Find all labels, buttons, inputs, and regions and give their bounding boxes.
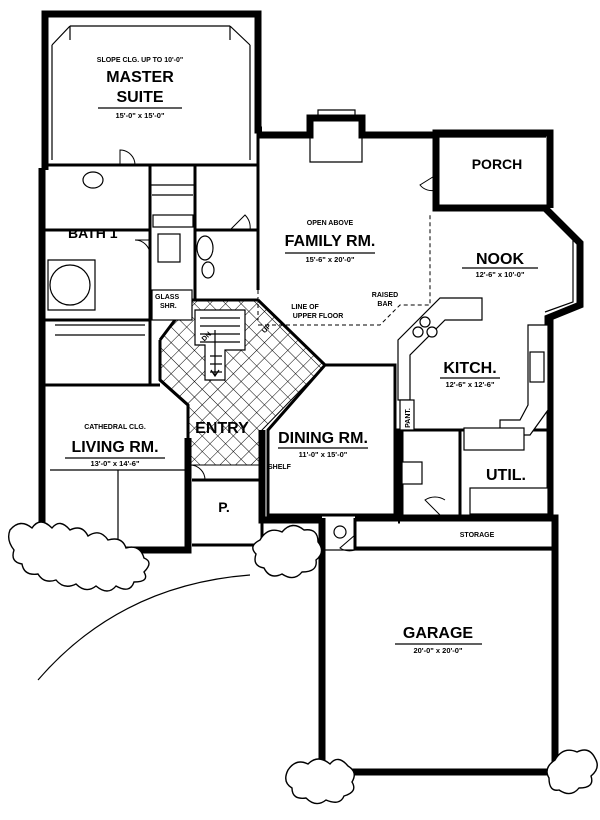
kitchen-title: KITCH. (443, 360, 496, 377)
door-bath (134, 239, 151, 256)
door-util (424, 496, 446, 516)
upper-floor-line2: UPPER FLOOR (293, 313, 344, 320)
toilet (157, 233, 181, 263)
shrubs-garage (285, 749, 598, 805)
stair-arrow (210, 330, 220, 378)
glass-shower-line1: GLASS (155, 294, 179, 301)
nook-title: NOOK (476, 251, 524, 268)
glass-shower-line2: SHR. (160, 303, 177, 310)
dining-dims: 11'-0" x 15'-0" (299, 450, 348, 459)
living-east-wall (159, 378, 190, 440)
family-dims: 15'-6" x 20'-0" (305, 255, 354, 264)
shelf-label: SHELF (268, 464, 292, 471)
util-counter (469, 487, 549, 515)
entry-label: ENTRY (195, 420, 249, 437)
master-slope-ceiling (51, 25, 251, 160)
cooktop-burner-1 (419, 316, 431, 328)
pantry-box (399, 399, 415, 431)
upper-floor-line (257, 215, 431, 326)
kitchen-counter-south (463, 427, 525, 451)
dining-title: DINING RM. (278, 430, 368, 447)
master-dims: 15'-0" x 15'-0" (115, 111, 164, 120)
shrubs-left (7, 521, 150, 592)
stair-treads (200, 317, 240, 373)
exterior-wall-garage (318, 514, 559, 776)
cooktop-burner-3 (412, 326, 424, 338)
family-ceiling-note: OPEN ABOVE (307, 220, 354, 227)
water-heater (401, 461, 423, 485)
walkway-curve (37, 574, 251, 681)
dining-walls (266, 363, 397, 517)
living-title: LIVING RM. (71, 439, 158, 456)
door-closet (229, 214, 251, 231)
glass-shower-stall (151, 289, 193, 321)
garage-water-heater (333, 525, 347, 539)
door-master (119, 149, 136, 166)
pantry-label: PANT. (405, 408, 412, 428)
door-garage (339, 534, 356, 552)
bath-label: BATH 1 (68, 225, 118, 241)
front-porch-walls (192, 478, 264, 547)
door-entry (189, 464, 206, 481)
kitchen-dims: 12'-6" x 12'-6" (445, 380, 494, 389)
p-label: P. (218, 499, 229, 515)
living-dims: 13'-0" x 14'-6" (90, 459, 139, 468)
storage-label: STORAGE (460, 532, 495, 539)
vanity-sink (196, 235, 214, 261)
wc-bowl (201, 261, 215, 279)
family-title: FAMILY RM. (285, 233, 376, 250)
master-title-line2: SUITE (116, 89, 163, 106)
master-ceiling-note: SLOPE CLG. UP TO 10'-0" (97, 57, 183, 64)
porch-wall (432, 129, 554, 208)
garage-floor (321, 549, 556, 771)
cooktop-burner-2 (426, 326, 438, 338)
door-porch (419, 174, 437, 192)
shrubs-entry (252, 524, 323, 579)
fireplace (309, 109, 363, 163)
garage-dims: 20'-0" x 20'-0" (413, 646, 462, 655)
raised-bar-line2: BAR (377, 301, 392, 308)
sink-basin (82, 171, 104, 189)
stairway (194, 309, 246, 381)
porch-label: PORCH (472, 156, 523, 172)
master-title-line1: MASTER (106, 69, 174, 86)
nook-dims: 12'-6" x 10'-0" (475, 270, 524, 279)
nook-bay-inner (544, 213, 574, 313)
living-ceiling-note: CATHEDRAL CLG. (84, 424, 146, 431)
master-closet-shelf (55, 184, 195, 336)
util-title: UTIL. (486, 467, 526, 484)
upper-floor-line1: LINE OF (291, 304, 319, 311)
raised-bar-line1: RAISED (372, 292, 398, 299)
refrigerator (529, 351, 545, 383)
tub-basin (49, 264, 91, 306)
closet-rod (152, 214, 194, 228)
garage-title: GARAGE (403, 625, 474, 642)
